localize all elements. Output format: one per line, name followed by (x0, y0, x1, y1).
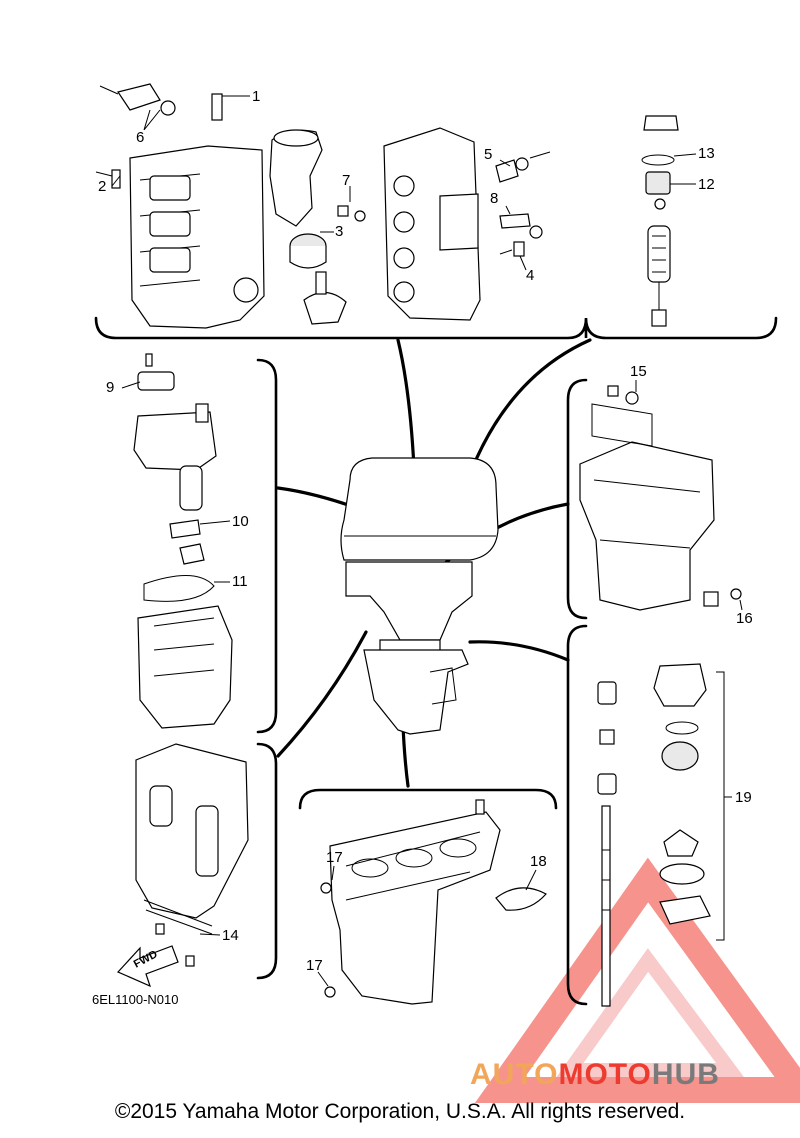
copyright-notice: ©2015 Yamaha Motor Corporation, U.S.A. A… (114, 1100, 686, 1123)
callout-8: 8 (490, 190, 498, 207)
part-code: 6EL1100-N010 (92, 992, 179, 1007)
callout-17b: 17 (306, 957, 323, 974)
callout-12: 12 (698, 176, 715, 193)
water-pump-assembly (597, 663, 711, 1007)
lower-unit (320, 799, 547, 1005)
callout-17a: 17 (326, 849, 343, 866)
vapor-separator (133, 353, 233, 729)
top-group-bracket (94, 316, 778, 340)
outboard-engine-overview (340, 457, 499, 735)
bottom-mid-bracket (298, 788, 558, 810)
callout-13: 13 (698, 145, 715, 162)
upper-casing (116, 743, 249, 988)
callout-18: 18 (530, 853, 547, 870)
callout-3: 3 (335, 223, 343, 240)
callout-10: 10 (232, 513, 249, 530)
fwd-arrow (116, 945, 179, 988)
left-low-bracket (256, 742, 278, 980)
callout-14: 14 (222, 927, 239, 944)
callout-16: 16 (736, 610, 753, 627)
callout-5: 5 (484, 146, 492, 163)
cylinder-block (95, 83, 265, 329)
callout-15: 15 (630, 363, 647, 380)
callout-6: 6 (136, 129, 144, 146)
callout-19: 19 (735, 789, 752, 806)
callout-11: 11 (232, 573, 248, 590)
callout-4: 4 (526, 267, 534, 284)
callout-9: 9 (106, 379, 114, 396)
callout-1: 1 (252, 88, 260, 105)
watermark-moto: MOTO (558, 1058, 652, 1091)
fuel-filter-assembly (641, 115, 679, 327)
callout-2: 2 (98, 178, 106, 195)
leader-top-left (396, 338, 416, 470)
leader-right-low (468, 640, 570, 662)
callout-leaders (111, 95, 743, 987)
cylinder-head (383, 127, 551, 321)
watermark-auto: AUTO (470, 1058, 559, 1091)
callout-7: 7 (342, 172, 350, 189)
right-mid-bracket (566, 378, 588, 620)
right-low-bracket (566, 624, 588, 1006)
leader-low-left (276, 630, 368, 758)
exhaust-manifold (269, 129, 366, 325)
left-mid-bracket (256, 358, 278, 734)
oil-pan (579, 385, 742, 611)
watermark-text: AUTOMOTOHUB (470, 1058, 800, 1092)
watermark-logo (474, 857, 800, 1103)
watermark-hub: HUB (651, 1058, 720, 1091)
